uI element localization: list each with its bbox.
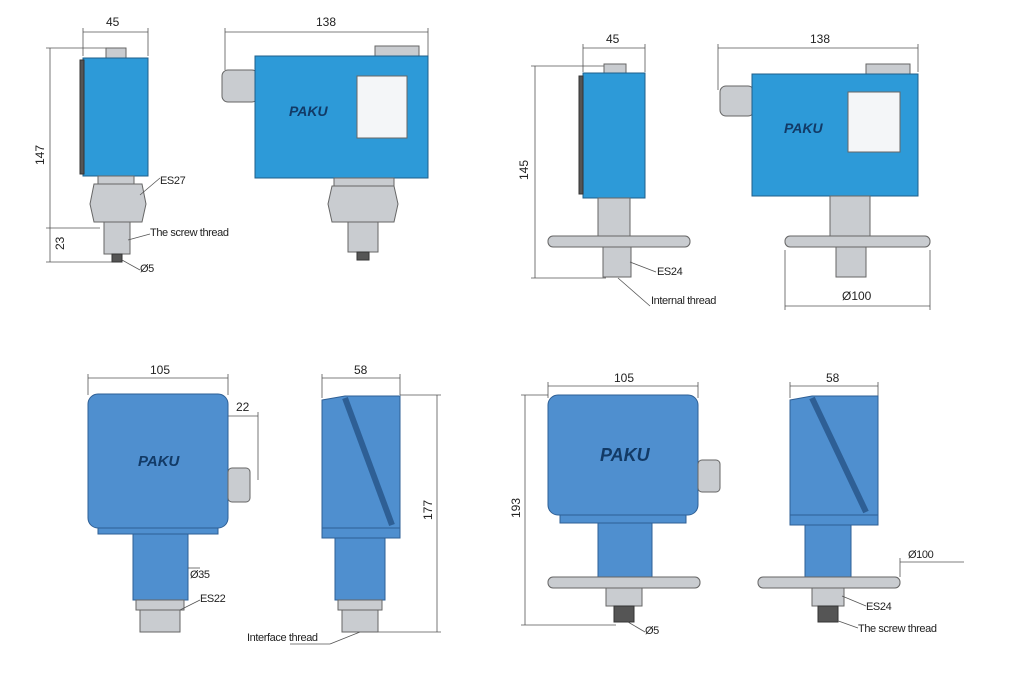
top-left-side-view: 45 147 23 ES27 The screw thread Ø5 (33, 15, 229, 275)
dim-height: 145 (517, 160, 531, 180)
top-right-side-view: 45 145 ES24 Internal thread (517, 32, 717, 307)
body-diameter: Ø35 (190, 569, 210, 581)
nut-size: ES24 (657, 266, 683, 278)
nut-size: ES22 (200, 593, 226, 605)
dim-width-side: 58 (826, 371, 840, 385)
dim-height: 177 (421, 500, 435, 520)
flange-diameter: Ø100 (842, 289, 872, 303)
thread-label: The screw thread (858, 623, 937, 635)
dim-gland: 22 (236, 400, 250, 414)
thread-label: Interface thread (247, 632, 318, 644)
tip-diameter: Ø5 (140, 263, 154, 275)
brand-logo: PAKU (138, 453, 181, 470)
top-right-front-view: 138 PAKU Ø100 (717, 32, 931, 310)
dim-thread-length: 23 (53, 236, 67, 250)
brand-logo: PAKU (600, 445, 651, 465)
dim-width-side: 45 (606, 32, 620, 46)
brand-logo: PAKU (289, 103, 329, 119)
bottom-right-front-view: 105 193 PAKU Ø5 (509, 371, 721, 637)
dim-width-front: 105 (614, 371, 634, 385)
brand-logo: PAKU (784, 120, 824, 136)
dim-height: 193 (509, 498, 523, 518)
nut-size: ES27 (160, 175, 186, 187)
bottom-right-side-view: 58 Ø100 ES24 The screw thread (757, 371, 964, 635)
dim-width-side: 45 (106, 15, 120, 29)
top-left-front-view: 138 PAKU (221, 15, 429, 261)
dim-height: 147 (33, 145, 47, 165)
tip-diameter: Ø5 (645, 625, 659, 637)
dim-width-front: 105 (150, 363, 170, 377)
dim-width-side: 58 (354, 363, 368, 377)
flange-diameter: Ø100 (908, 549, 934, 561)
nut-size: ES24 (866, 601, 892, 613)
thread-label: The screw thread (150, 227, 229, 239)
thread-label: Internal thread (651, 295, 716, 307)
dim-width-front: 138 (316, 15, 336, 29)
bottom-left-side-view: 58 177 Interface thread (247, 363, 441, 645)
bottom-left-front-view: 105 22 PAKU Ø35 ES22 (87, 363, 259, 633)
dim-width-front: 138 (810, 32, 830, 46)
